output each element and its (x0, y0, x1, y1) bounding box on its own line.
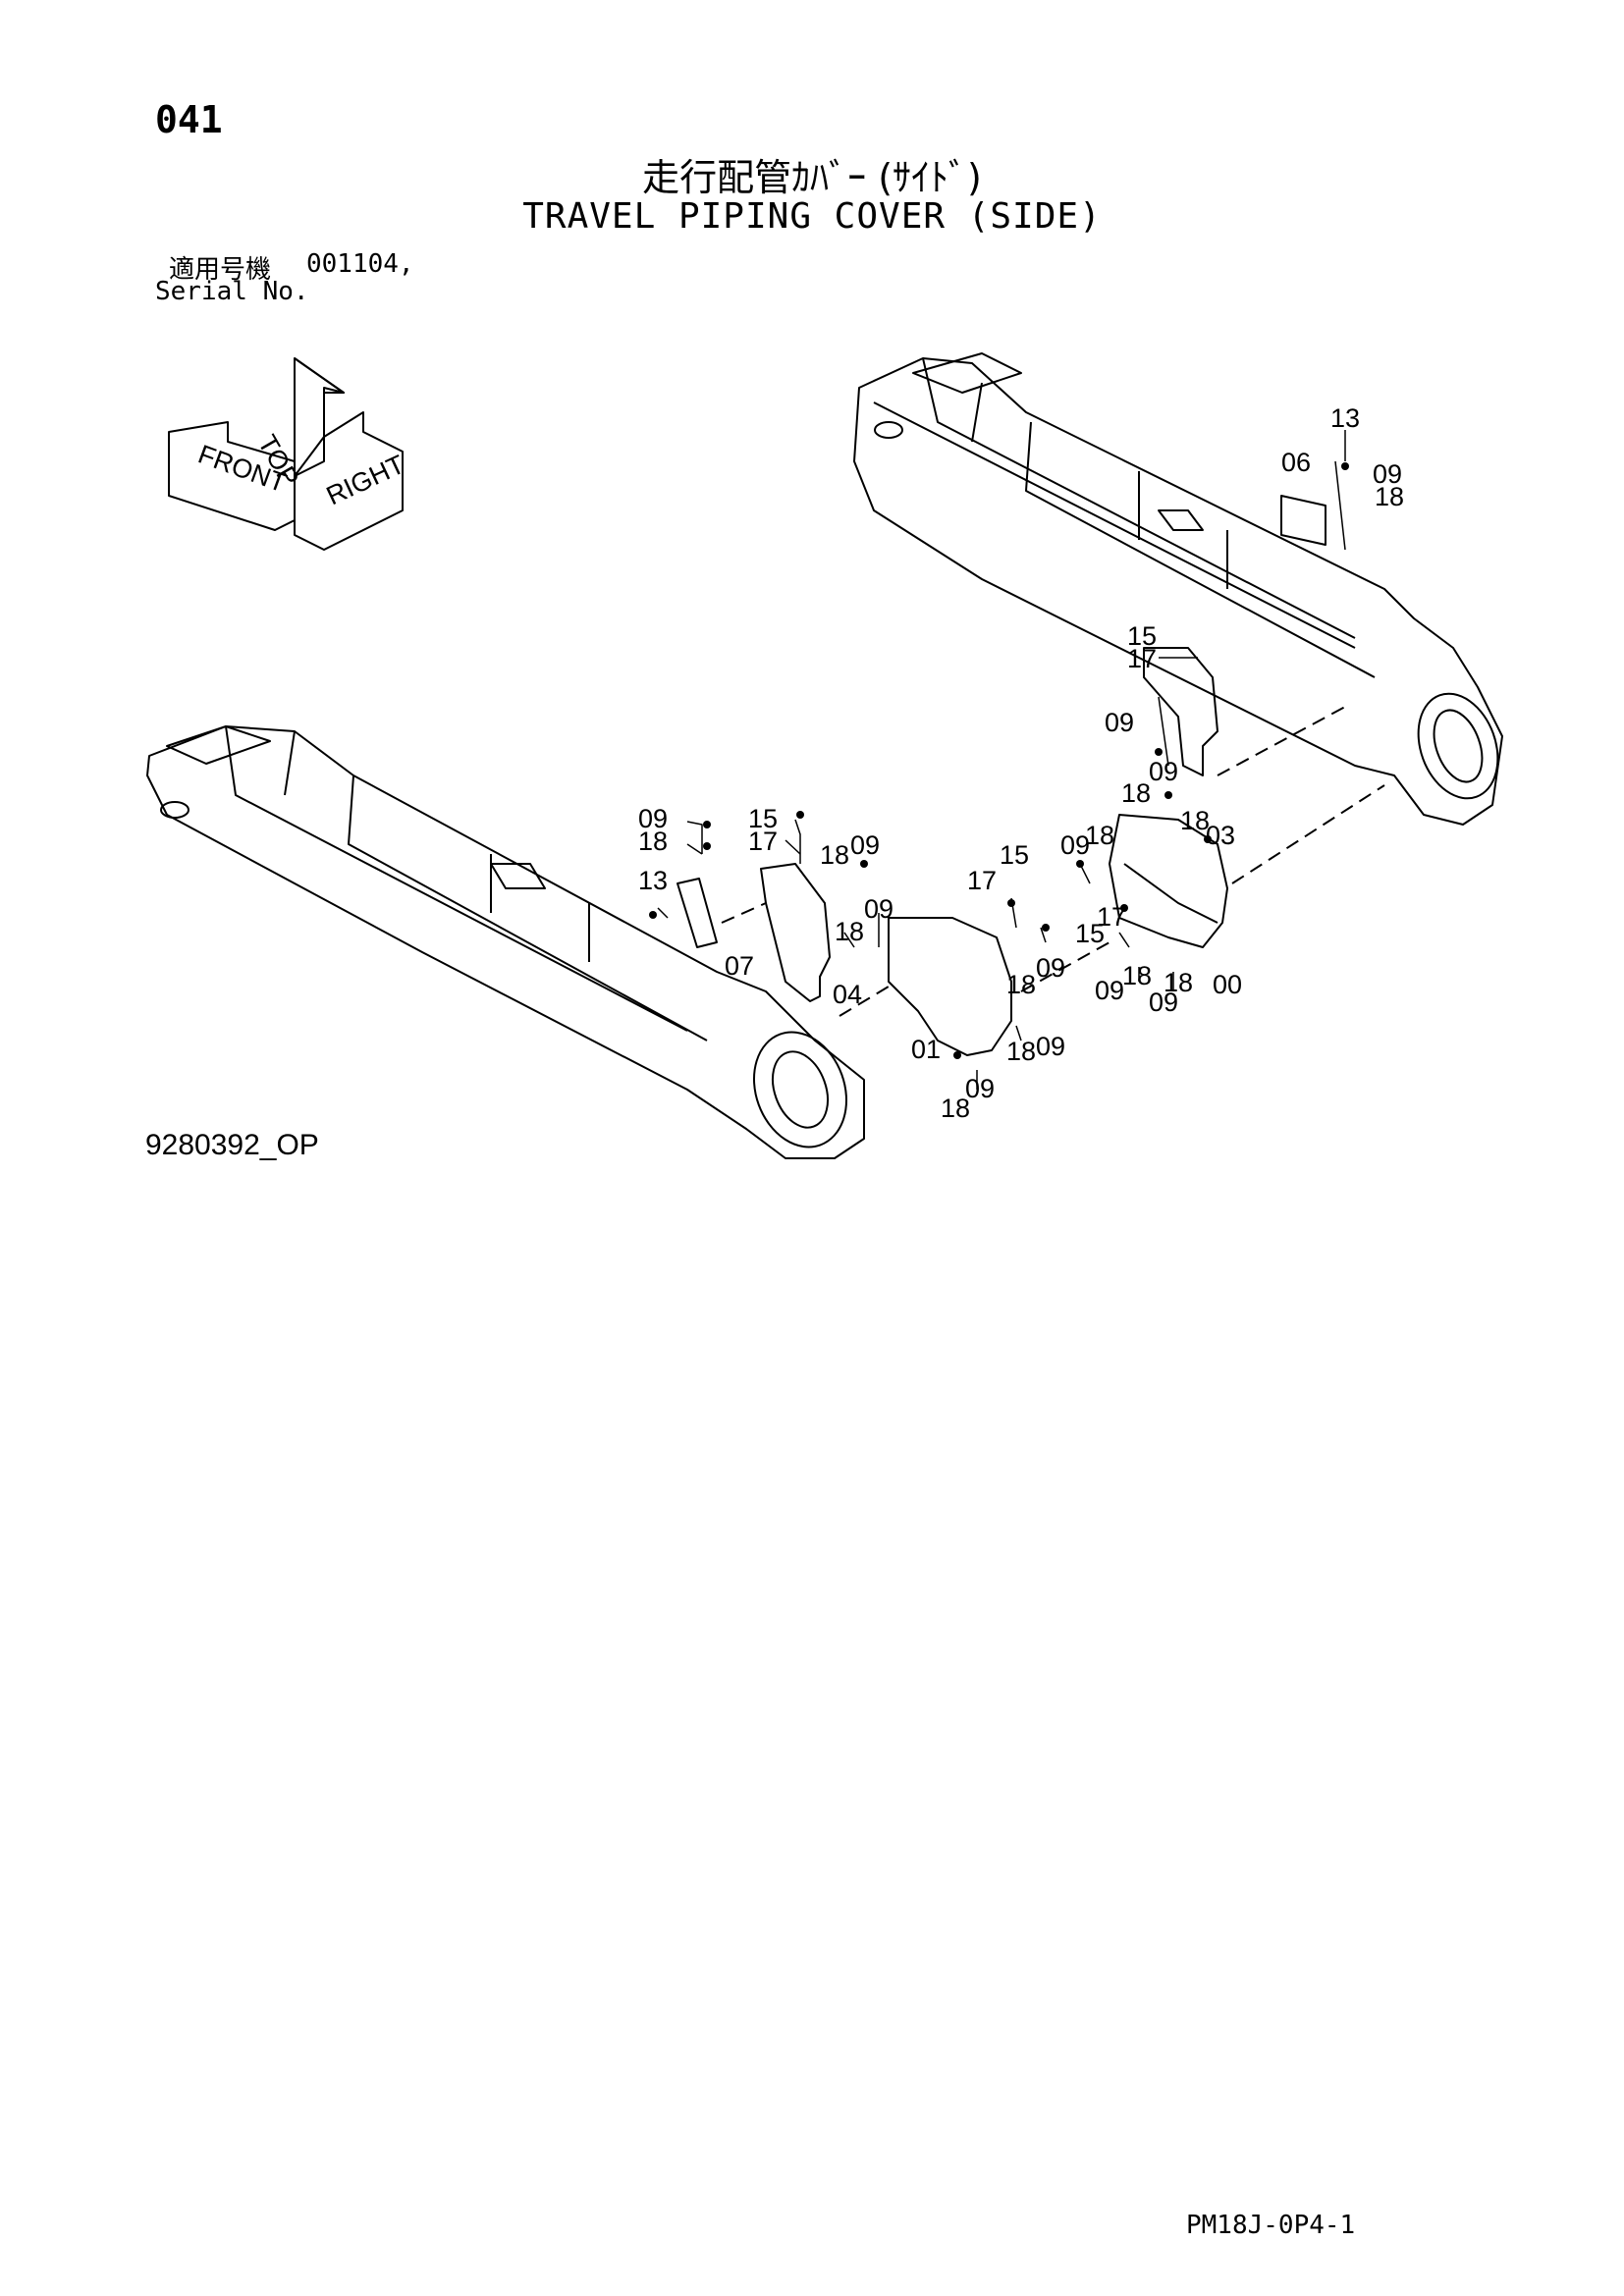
callout-06: 06 (1281, 448, 1311, 477)
callout-18: 18 (1122, 961, 1152, 990)
callout-13: 13 (638, 866, 668, 895)
figure-code: 9280392_OP (145, 1129, 319, 1161)
serial-label-japanese: 適用号機 (169, 255, 272, 285)
orientation-right-label: RIGHT (322, 450, 409, 511)
callout-18: 18 (1085, 821, 1114, 850)
cover-part-00 (1109, 814, 1228, 948)
callout-09: 09 (1095, 976, 1124, 1005)
cover-part-04 (760, 863, 831, 1002)
callout-18: 18 (1006, 970, 1036, 999)
cover-part-06 (1280, 495, 1326, 546)
callout-17: 17 (1097, 902, 1126, 932)
callout-18: 18 (1180, 806, 1210, 835)
callout-03: 03 (1206, 821, 1235, 850)
callout-09: 09 (1149, 757, 1178, 786)
callout-09: 09 (1149, 988, 1178, 1017)
callout-09: 09 (638, 804, 668, 833)
callout-15: 15 (1127, 621, 1157, 651)
callout-18: 18 (1121, 778, 1151, 808)
lower-track-frame (146, 725, 865, 1159)
callout-09: 09 (965, 1074, 995, 1103)
serial-label-english: Serial No. (155, 277, 309, 306)
callout-18: 18 (638, 827, 668, 856)
cover-part-07 (677, 878, 718, 948)
callout-15: 15 (1000, 840, 1029, 870)
cover-part-03 (1143, 647, 1218, 776)
callout-00: 00 (1213, 970, 1242, 999)
callout-07: 07 (725, 951, 754, 981)
callout-18: 18 (1375, 482, 1404, 511)
callout-13: 13 (1330, 403, 1360, 433)
bolt-markers (649, 462, 1349, 1059)
right-arrow-shape (294, 411, 404, 551)
document-code: PM18J-0P4-1 (1186, 2211, 1356, 2240)
callout-09: 09 (1373, 459, 1402, 489)
callout-18: 18 (941, 1094, 970, 1123)
callout-04: 04 (833, 980, 862, 1009)
callout-01: 01 (911, 1035, 941, 1064)
callout-15: 15 (1075, 919, 1105, 948)
orientation-indicator: TOP FRONT RIGHT (168, 357, 409, 551)
callout-18: 18 (820, 840, 849, 870)
callout-18: 18 (1164, 968, 1193, 997)
callout-09: 09 (1105, 708, 1134, 737)
callout-09: 09 (864, 894, 893, 924)
callout-17: 17 (1127, 644, 1157, 673)
assembly-lines (721, 706, 1385, 1017)
callout-09: 09 (1036, 953, 1065, 983)
callout-18: 18 (835, 917, 864, 946)
callout-15: 15 (748, 804, 778, 833)
callout-18: 18 (1006, 1037, 1036, 1066)
serial-number: 001104, (306, 249, 414, 279)
callout-17: 17 (967, 866, 997, 895)
title-japanese: 走行配管ｶﾊﾞｰ (ｻｲﾄﾞ) (642, 156, 982, 199)
title-english: TRAVEL PIPING COVER (SIDE) (522, 196, 1102, 237)
callout-09: 09 (850, 830, 880, 860)
callout-09: 09 (1036, 1032, 1065, 1061)
callout-17: 17 (748, 827, 778, 856)
cover-part-01 (888, 917, 1012, 1056)
page-number: 041 (155, 98, 223, 141)
upper-track-frame (853, 352, 1503, 826)
callout-09: 09 (1060, 830, 1090, 860)
part-callouts: 13 06 09 18 15 17 09 09 18 18 03 09 18 1… (638, 403, 1404, 1123)
